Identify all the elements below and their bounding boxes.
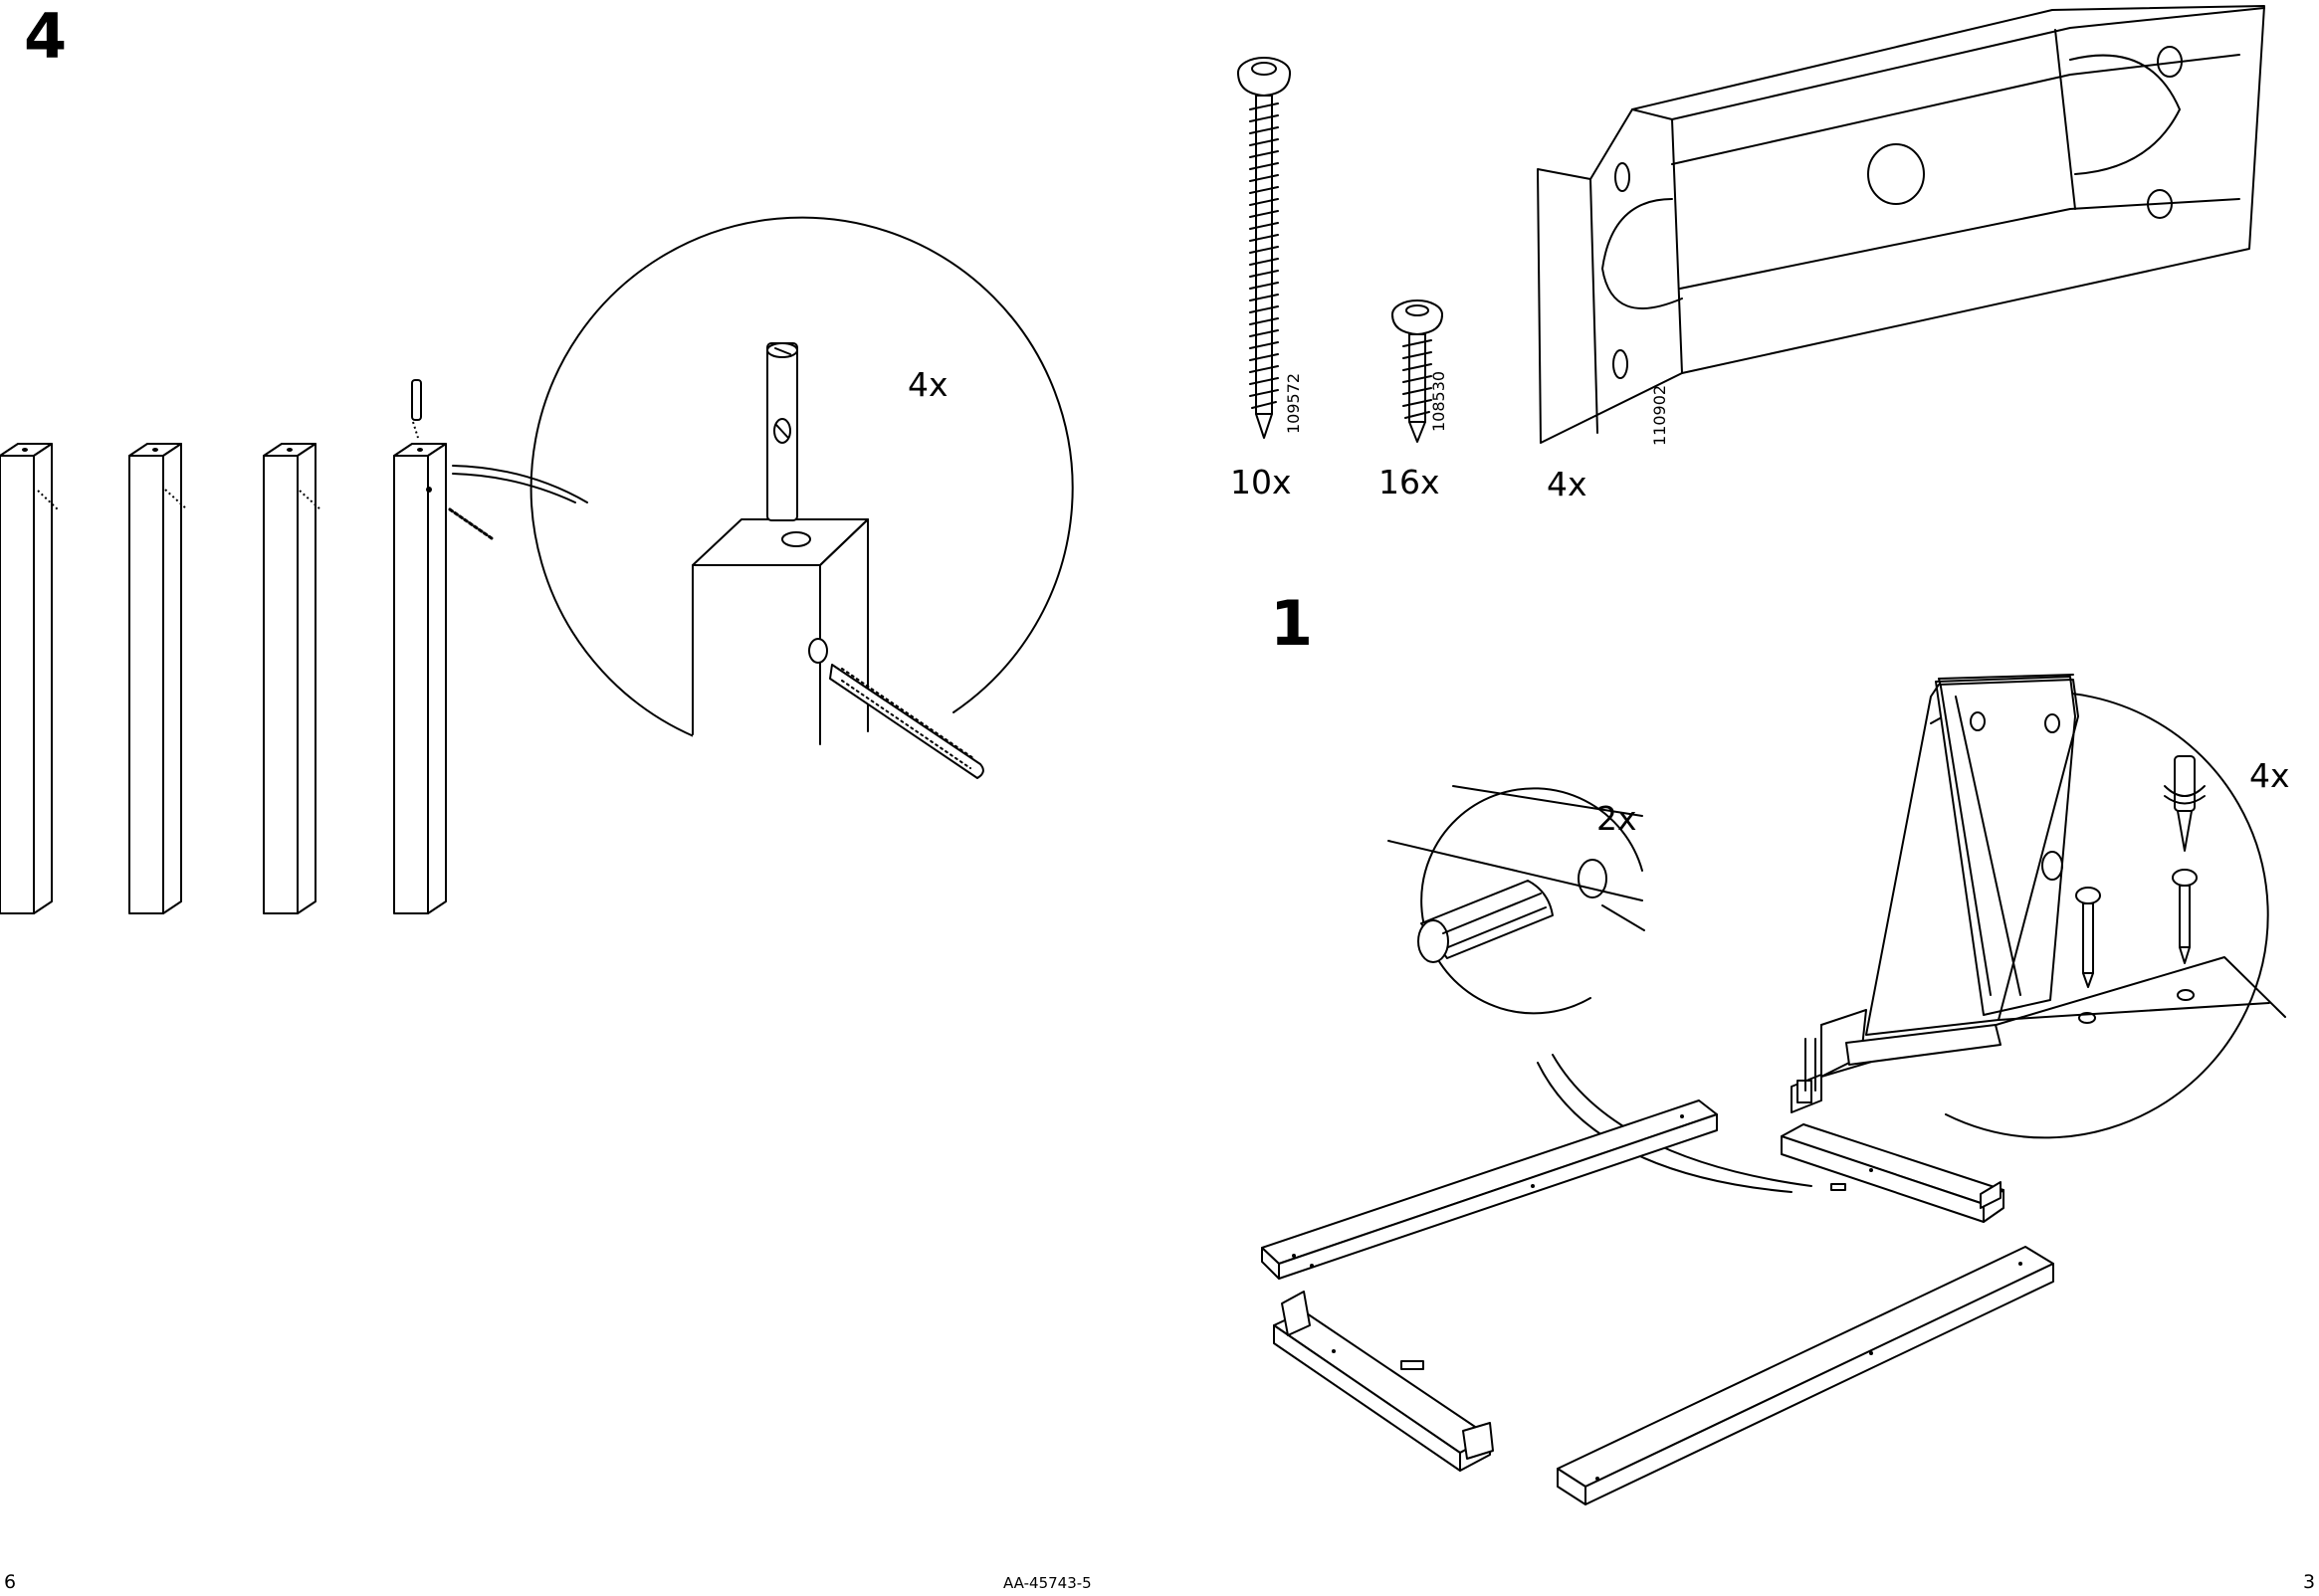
document-code: AA-45743-5 [1003, 1576, 1092, 1591]
part-number-bracket: 110902 [1652, 385, 1668, 446]
quantity-long-screw: 10x [1230, 466, 1292, 499]
rail-right-side-drawing [1782, 1039, 2003, 1222]
corner-bracket-drawing [1538, 6, 2264, 443]
leg-1-drawing [0, 444, 58, 913]
step-number-left: 4 [24, 6, 67, 68]
long-screw-drawing [1238, 58, 1290, 438]
part-number-long-screw: 109572 [1286, 373, 1302, 434]
step-number-right: 1 [1270, 593, 1313, 655]
rail-back-left-drawing [1262, 1100, 1717, 1279]
part-number-short-screw: 108530 [1431, 371, 1447, 432]
bracket-screw-quantity: 4x [2249, 759, 2290, 792]
page-number-right: 3 [2303, 1573, 2315, 1592]
dowel-detail-callout [1388, 786, 1811, 1192]
quantity-bracket: 4x [1547, 468, 1587, 500]
leg-4-drawing [394, 380, 492, 913]
rail-front-right-drawing [1558, 1247, 2053, 1504]
leg-3-drawing [264, 444, 321, 913]
leg-bolt-quantity: 4x [908, 368, 949, 401]
quantity-short-screw: 16x [1378, 466, 1440, 499]
page-number-left: 6 [4, 1573, 16, 1592]
leg-2-drawing [129, 444, 187, 913]
screw-detail-callout [1802, 675, 2285, 1137]
rail-front-left-drawing [1274, 1292, 1493, 1471]
bolt-detail-callout [453, 218, 1073, 778]
dowel-quantity: 2x [1596, 802, 1637, 835]
